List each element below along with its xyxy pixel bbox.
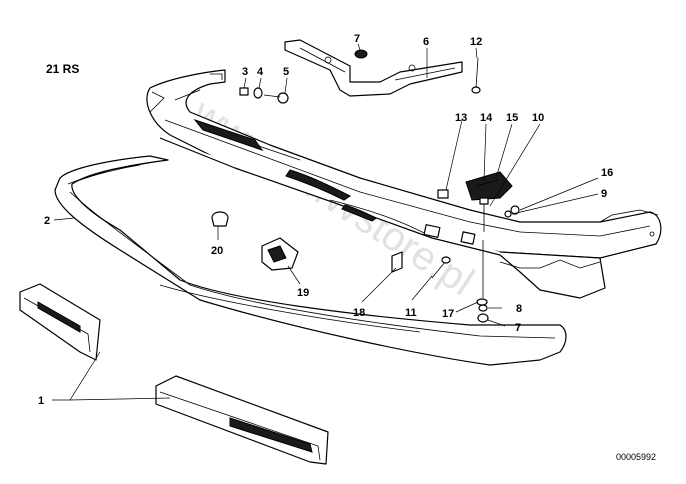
callout-7-top: 7: [354, 33, 360, 45]
callout-7-bottom: 7: [515, 322, 521, 334]
part-20-plug[interactable]: [211, 211, 229, 227]
callout-16: 16: [601, 167, 613, 179]
part-6-bracket[interactable]: [284, 39, 463, 97]
part-9-washer[interactable]: [504, 210, 512, 218]
part-8-spacer[interactable]: [478, 304, 488, 312]
callout-19: 19: [297, 287, 309, 299]
callout-6: 6: [423, 36, 429, 48]
reference-number: 00005992: [616, 452, 656, 462]
callout-12: 12: [470, 36, 482, 48]
leader-lines: [52, 43, 599, 401]
callout-17: 17: [442, 308, 454, 320]
callout-8: 8: [516, 303, 522, 315]
part-11-bolt[interactable]: [431, 256, 451, 279]
callout-11: 11: [405, 307, 417, 319]
callout-14: 14: [480, 112, 493, 124]
callout-20: 20: [211, 245, 223, 257]
part-2-rubber-strip[interactable]: [54, 155, 567, 366]
part-1-trim-right[interactable]: [155, 375, 329, 465]
callout-1: 1: [38, 395, 44, 407]
group-label: 21 RS: [46, 62, 79, 76]
callout-9: 9: [601, 188, 607, 200]
callout-18: 18: [353, 307, 365, 319]
part-7-nut-bottom[interactable]: [477, 240, 489, 323]
part-16-nut[interactable]: [510, 205, 520, 215]
main-bumper[interactable]: [146, 69, 662, 299]
part-17-washer[interactable]: [476, 298, 488, 306]
callout-10: 10: [532, 112, 544, 124]
callout-5: 5: [283, 66, 289, 78]
part-1-trim-left[interactable]: [19, 283, 101, 361]
part-4-washer[interactable]: [253, 87, 263, 99]
callout-3: 3: [242, 66, 248, 78]
callout-13: 13: [455, 112, 467, 124]
part-19-bracket[interactable]: [261, 237, 299, 271]
part-5-bolt[interactable]: [263, 92, 289, 104]
callouts: 1 2 3 4 5 6 7 7 8 9 10 11 12 13 14 15 16…: [38, 33, 613, 407]
part-18-clip[interactable]: [391, 251, 403, 273]
callout-15: 15: [506, 112, 518, 124]
part-14-pin[interactable]: [479, 197, 489, 232]
callout-2: 2: [44, 215, 50, 227]
callout-4: 4: [257, 66, 264, 78]
part-15-bracket-block[interactable]: [465, 171, 513, 201]
part-7-nut-top[interactable]: [354, 49, 368, 59]
part-12-screw[interactable]: [471, 57, 481, 94]
part-3-clip[interactable]: [239, 87, 249, 96]
part-13-clip[interactable]: [437, 189, 449, 199]
